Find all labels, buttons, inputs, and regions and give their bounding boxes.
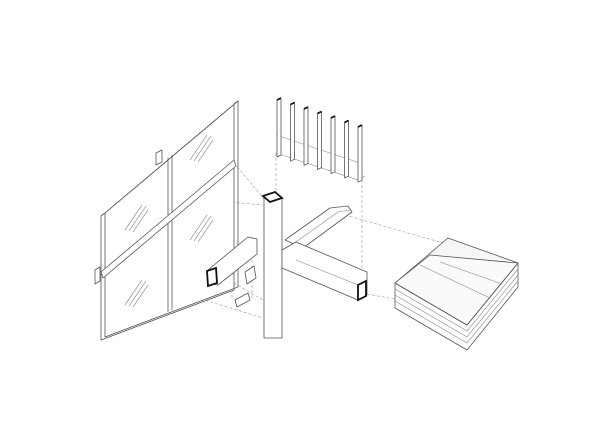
floor-slab — [394, 237, 519, 351]
column-section-cut — [261, 190, 284, 204]
fin — [330, 115, 336, 175]
fin-section-cut — [303, 106, 309, 110]
bracket-top — [155, 149, 163, 166]
curtain-wall — [94, 100, 239, 341]
bracket-bottom — [94, 266, 101, 285]
fin-section-cut — [317, 110, 322, 115]
channel-beam — [284, 205, 353, 249]
fin — [303, 106, 309, 166]
fin — [290, 102, 295, 162]
stub-section-cut — [206, 266, 218, 288]
steel-column — [261, 190, 284, 339]
transom — [100, 159, 237, 279]
fin-section-cut — [344, 119, 349, 124]
connection-stub — [206, 236, 258, 308]
steel-beam-right — [281, 241, 368, 302]
fin-section-cut — [330, 115, 336, 119]
base-plate — [234, 292, 251, 308]
fin — [344, 120, 349, 179]
fin — [276, 97, 282, 158]
fin — [357, 124, 363, 183]
fin-section-cut — [290, 101, 295, 106]
beam-section-cut — [357, 279, 367, 302]
glass-reflection-marks — [124, 134, 214, 308]
connector-plate — [244, 265, 257, 285]
vertical-fins — [275, 97, 366, 183]
fin-section-cut — [357, 124, 363, 128]
fin — [317, 111, 322, 171]
fin-section-cut — [276, 97, 282, 101]
